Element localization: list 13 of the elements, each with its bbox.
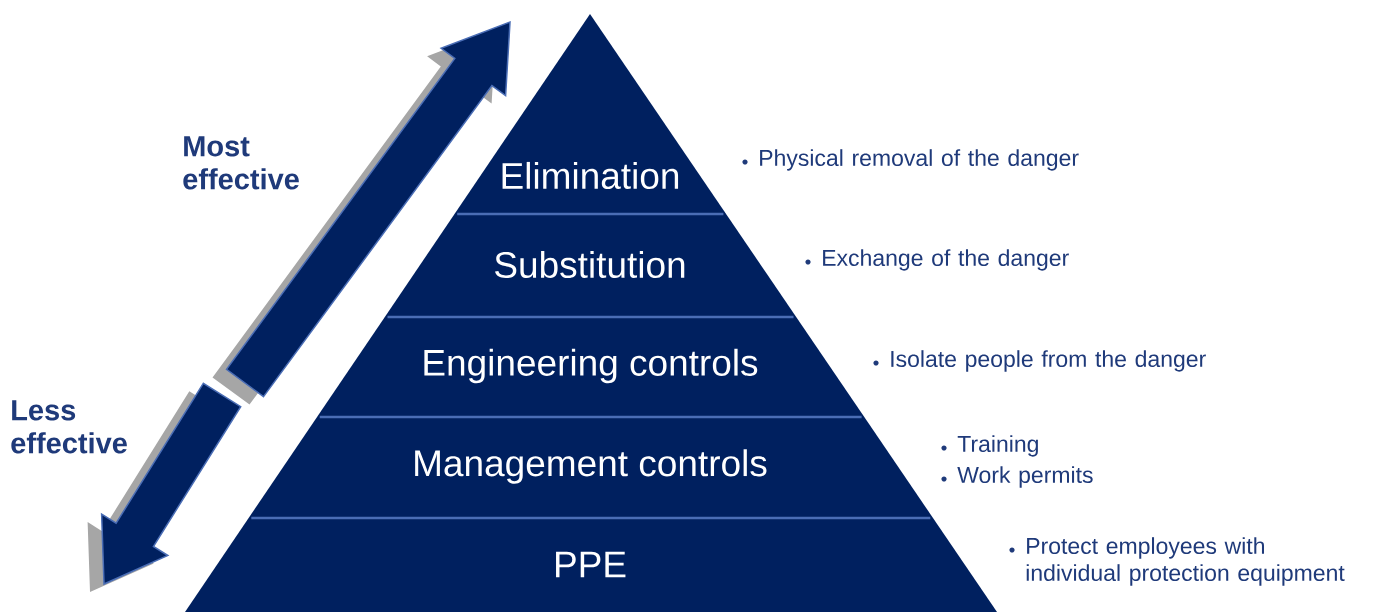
pyramid-tier: Management controls — [249, 415, 933, 517]
pyramid-tier: Substitution — [385, 212, 796, 316]
bullet-text: Work permits — [957, 466, 1093, 488]
effectiveness-label: Less effective — [11, 400, 127, 454]
effectiveness-label: Most effective — [183, 136, 299, 190]
bullet-text: Training — [957, 435, 1038, 457]
bullet-text: Isolate people from the danger — [891, 350, 1206, 372]
bullet-text: Physical removal of the danger — [760, 149, 1079, 171]
pyramid-tier: Elimination — [455, 14, 726, 213]
pyramid-tier: PPE — [185, 516, 997, 612]
pyramid-tier: Engineering controls — [317, 315, 864, 416]
bullet-text: Exchange of the danger — [823, 249, 1069, 271]
bullet-text: Protect employees with individual protection equipment — [1026, 537, 1345, 586]
